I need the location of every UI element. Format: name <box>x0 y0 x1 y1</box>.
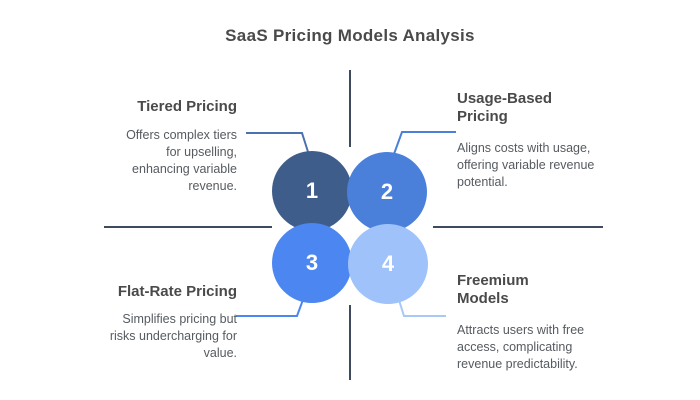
axis-horizontal-right <box>433 226 603 228</box>
connector-tiered-pricing <box>246 132 310 156</box>
quadrant-description: Offers complex tiers for upselling, enha… <box>126 128 237 193</box>
circle-usage-based-pricing: 2 <box>347 152 427 232</box>
connector-usage-based-pricing <box>393 131 456 155</box>
circle-number-2: 2 <box>380 179 394 204</box>
quadrant-usage-based-pricing: Usage-Based Pricing Aligns costs with us… <box>457 90 627 191</box>
connector-freemium-models <box>397 296 446 317</box>
quadrant-tiered-pricing: Tiered Pricing Offers complex tiers for … <box>117 98 237 195</box>
axis-vertical-top <box>349 70 351 147</box>
quadrant-flat-rate-pricing: Flat-Rate Pricing Simplifies pricing but… <box>97 283 237 362</box>
page-title: SaaS Pricing Models Analysis <box>225 26 475 45</box>
quadrant-description: Aligns costs with usage, offering variab… <box>457 141 595 189</box>
circle-freemium-models: 4 <box>348 224 428 304</box>
circle-number-3: 3 <box>305 250 319 275</box>
circle-number-4: 4 <box>381 251 395 276</box>
quadrant-heading: Flat-Rate Pricing <box>117 283 237 300</box>
quadrant-description: Attracts users with free access, complic… <box>457 323 585 371</box>
circle-tiered-pricing: 1 <box>272 151 352 231</box>
connector-flat-rate-pricing <box>236 296 305 317</box>
circle-flat-rate-pricing: 3 <box>272 223 352 303</box>
axis-vertical-bottom <box>349 305 351 380</box>
quadrant-heading: Freemium Models <box>457 272 529 307</box>
circle-number-1: 1 <box>305 178 319 203</box>
quadrant-freemium-models: Freemium Models Attracts users with free… <box>457 272 607 373</box>
quadrant-heading: Tiered Pricing <box>137 98 237 115</box>
axis-horizontal-left <box>104 226 272 228</box>
quadrant-description: Simplifies pricing but risks underchargi… <box>109 312 237 360</box>
quadrant-heading: Usage-Based Pricing <box>457 90 553 125</box>
